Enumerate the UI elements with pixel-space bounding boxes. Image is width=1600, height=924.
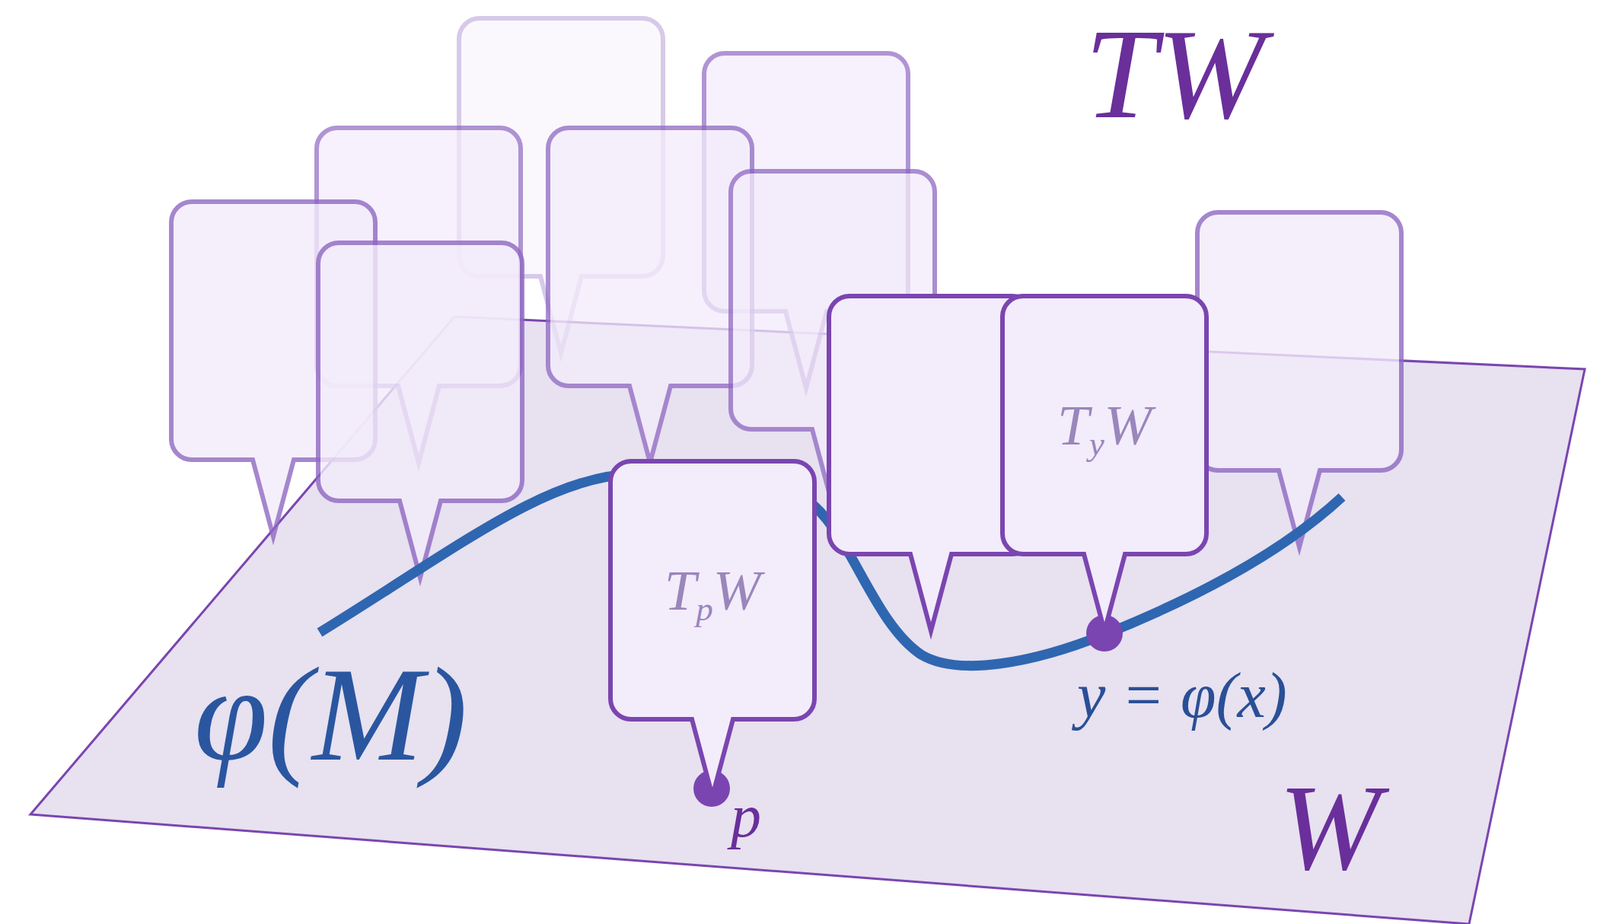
callout-outline — [610, 461, 815, 798]
tangent-space-callout — [1197, 212, 1402, 548]
tangent-space-label: TyW — [1057, 396, 1152, 454]
tangent-space-callout — [548, 127, 753, 463]
manifold-label: W — [1278, 767, 1381, 890]
tangent-space-label: TpW — [664, 561, 762, 619]
tangent-space-box: TyW — [1002, 296, 1207, 633]
bundle-label: TW — [1084, 9, 1265, 139]
curve-label: φ(M) — [194, 648, 468, 782]
point-label: p — [730, 785, 762, 847]
tangent-space-box: TpW — [610, 461, 815, 798]
callout-outline — [1002, 296, 1207, 633]
point-equation: y = φ(x) — [1077, 663, 1288, 728]
